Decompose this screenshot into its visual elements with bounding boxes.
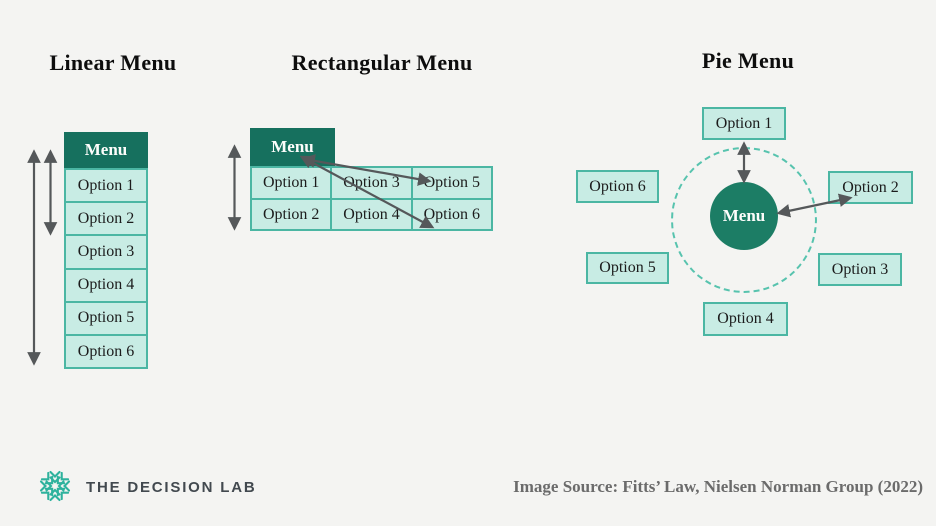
rect-menu-option: Option 2 (252, 199, 331, 230)
pie-menu-option: Option 3 (818, 253, 902, 286)
pie-menu-option: Option 5 (586, 252, 669, 284)
rectangular-menu-header: Menu (250, 128, 335, 166)
rectangular-menu-title: Rectangular Menu (291, 50, 473, 75)
decision-lab-logo-text: THE DECISION LAB (86, 479, 257, 496)
pie-menu-option: Option 1 (702, 107, 786, 140)
linear-menu-option: Option 5 (66, 302, 146, 334)
pie-menu-option: Option 4 (703, 302, 788, 336)
rect-menu-option: Option 5 (412, 168, 491, 198)
decision-lab-logo-icon (39, 470, 71, 502)
linear-menu-option: Option 2 (66, 203, 146, 235)
rect-menu-option: Option 4 (332, 199, 411, 230)
linear-menu-header: Menu (64, 132, 148, 168)
pie-menu-option: Option 6 (576, 170, 659, 203)
rect-menu-option: Option 6 (412, 199, 491, 230)
linear-menu-option: Option 6 (66, 335, 146, 368)
rectangular-menu-grid: Option 1 Option 3 Option 5 Option 2 Opti… (250, 166, 493, 232)
image-source-credit: Image Source: Fitts’ Law, Nielsen Norman… (513, 477, 923, 496)
linear-menu-options: Option 1 Option 2 Option 3 Option 4 Opti… (64, 168, 148, 370)
linear-menu-option: Option 1 (66, 170, 146, 202)
linear-menu-option: Option 4 (66, 269, 146, 301)
pie-menu-center: Menu (710, 182, 778, 250)
linear-menu-option: Option 3 (66, 236, 146, 268)
rect-menu-option: Option 3 (332, 168, 411, 198)
pie-menu-option: Option 2 (828, 171, 913, 204)
linear-menu-title: Linear Menu (49, 50, 177, 75)
pie-menu-title: Pie Menu (701, 48, 795, 73)
rect-menu-option: Option 1 (252, 168, 331, 198)
